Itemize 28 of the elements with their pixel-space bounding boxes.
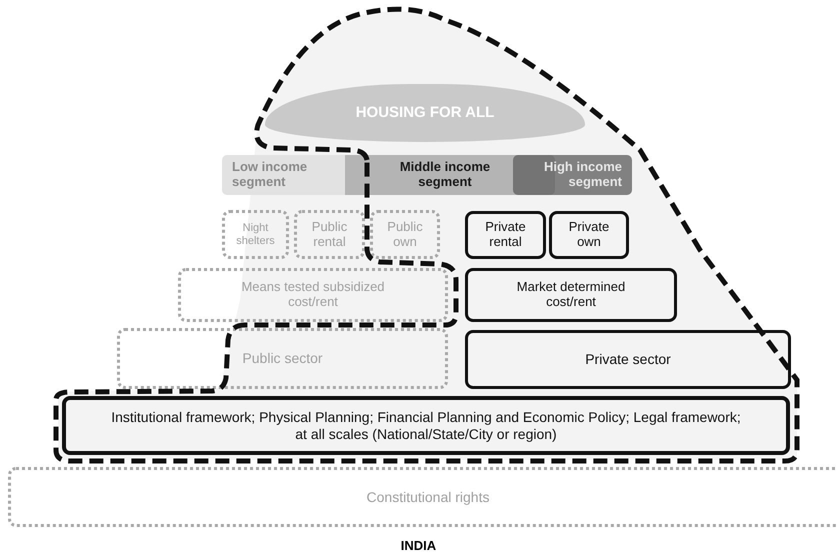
dotted-box	[294, 210, 365, 259]
dotted-box	[8, 467, 837, 527]
rounded-box	[465, 268, 677, 322]
rounded-box	[62, 396, 790, 455]
node-text: Private rental	[484, 220, 527, 250]
node-text: Private own	[568, 220, 610, 250]
segment-bar	[513, 155, 632, 195]
node-text: Public own	[386, 220, 424, 250]
dotted-box	[117, 328, 448, 389]
node-text: Institutional framework; Physical Planning; Financial Planning and Economic Policy; Legal framework; at all scales (National/State/City or region)	[110, 409, 742, 442]
country-label: INDIA	[400, 538, 436, 553]
node-text: Means tested subsidized cost/rent	[240, 280, 386, 310]
node-text: Private sector	[585, 351, 671, 368]
node-text: Public sector	[242, 350, 323, 367]
rounded-box	[465, 330, 791, 389]
node-text: Constitutional rights	[366, 488, 490, 506]
node-text: Middle income segment	[398, 160, 492, 190]
rounded-box	[549, 211, 629, 259]
dotted-box	[222, 210, 289, 259]
segment-bar	[222, 155, 345, 195]
node-text: High income segment	[542, 160, 622, 190]
dotted-box	[370, 210, 440, 259]
node-text: Market determined cost/rent	[516, 280, 626, 310]
node-text: Night shelters	[235, 222, 276, 248]
node-text: Low income segment	[232, 160, 308, 190]
rounded-box	[465, 211, 546, 259]
node-text: Public rental	[310, 220, 348, 250]
dotted-box	[178, 268, 448, 322]
